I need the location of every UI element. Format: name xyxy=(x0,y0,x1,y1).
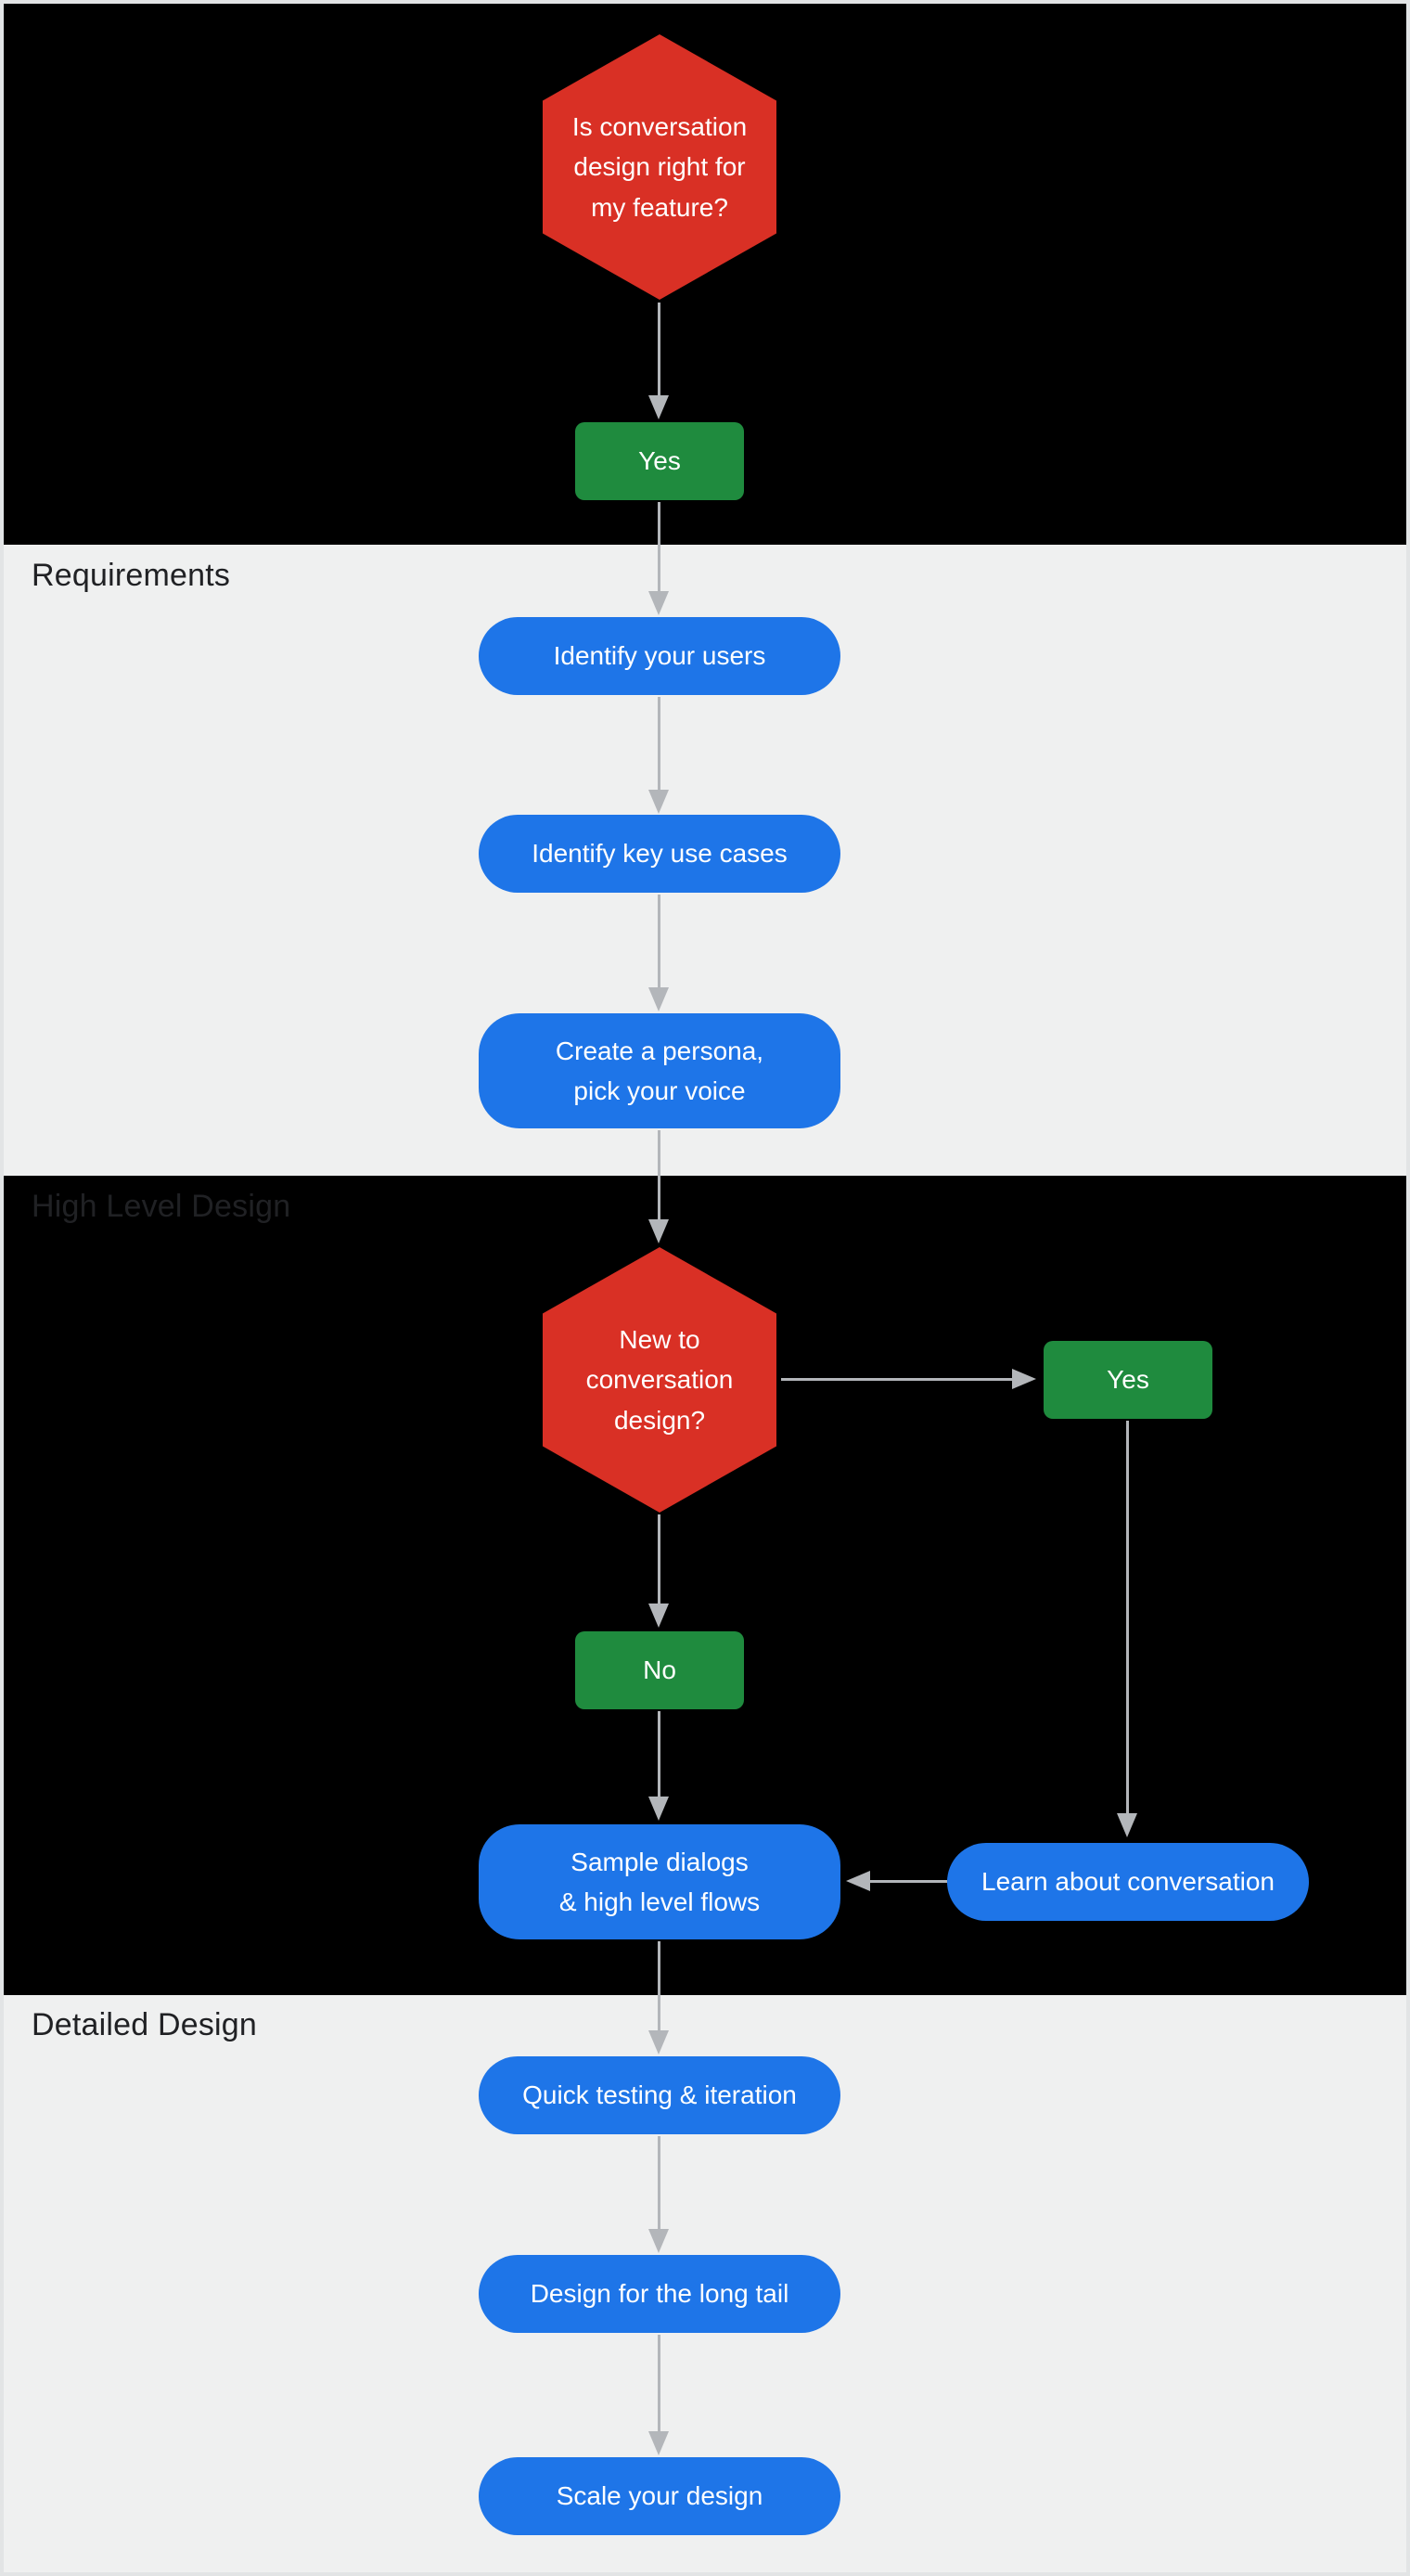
arrowhead-down-icon xyxy=(648,2030,669,2054)
answer-yes-feature-button[interactable]: Yes xyxy=(575,422,744,500)
decision-line: design right for xyxy=(573,152,746,182)
step-label: Identify key use cases xyxy=(532,839,788,869)
arrow-new-to-yes xyxy=(781,1369,1036,1389)
answer-label: No xyxy=(643,1655,676,1685)
step-label: Quick testing & iteration xyxy=(522,2080,797,2110)
section-label-detailed-design: Detailed Design xyxy=(32,2007,258,2042)
step-sample-dialogs-high-level-flows[interactable]: Sample dialogs & high level flows xyxy=(479,1824,840,1939)
arrow-learn-to-sample xyxy=(846,1871,947,1891)
step-quick-testing-iteration[interactable]: Quick testing & iteration xyxy=(479,2056,840,2134)
step-create-a-persona[interactable]: Create a persona, pick your voice xyxy=(479,1013,840,1128)
arrowhead-left-icon xyxy=(846,1871,870,1891)
arrow-feature-to-yes xyxy=(648,303,669,419)
decision-line: New to xyxy=(619,1324,700,1354)
answer-label: Yes xyxy=(1107,1365,1149,1395)
answer-no-button[interactable]: No xyxy=(575,1631,744,1709)
arrowhead-down-icon xyxy=(648,2229,669,2253)
arrow-use-cases-to-persona xyxy=(648,895,669,1011)
step-identify-your-users[interactable]: Identify your users xyxy=(479,617,840,695)
section-label-high-level-design: High Level Design xyxy=(32,1189,291,1224)
arrow-yes-to-learn xyxy=(1117,1421,1137,1837)
arrowhead-down-icon xyxy=(648,1604,669,1628)
arrowhead-down-icon xyxy=(648,591,669,615)
step-learn-about-conversation[interactable]: Learn about conversation xyxy=(947,1843,1309,1921)
arrowhead-down-icon xyxy=(1117,1813,1137,1837)
step-design-for-the-long-tail[interactable]: Design for the long tail xyxy=(479,2255,840,2333)
arrowhead-down-icon xyxy=(648,790,669,814)
section-label-requirements: Requirements xyxy=(32,558,231,593)
arrowhead-down-icon xyxy=(648,2431,669,2455)
arrow-users-to-use-cases xyxy=(648,697,669,814)
answer-label: Yes xyxy=(638,446,681,476)
step-line: Sample dialogs xyxy=(570,1847,749,1876)
arrowhead-down-icon xyxy=(648,987,669,1011)
arrowhead-down-icon xyxy=(648,1797,669,1821)
arrow-new-to-no xyxy=(648,1514,669,1628)
decision-line: conversation xyxy=(585,1365,734,1395)
step-label: Learn about conversation xyxy=(981,1867,1275,1897)
arrow-no-to-sample xyxy=(648,1711,669,1821)
arrowhead-down-icon xyxy=(648,395,669,419)
arrow-sample-to-quick xyxy=(648,1941,669,2054)
decision-line: Is conversation xyxy=(571,111,748,141)
arrowhead-right-icon xyxy=(1012,1369,1036,1389)
arrow-persona-to-new xyxy=(648,1130,669,1243)
step-label: Design for the long tail xyxy=(530,2279,789,2309)
step-line: & high level flows xyxy=(558,1887,761,1916)
decision-line: my feature? xyxy=(591,192,728,222)
arrow-yes-to-users xyxy=(648,502,669,615)
decision-line: design? xyxy=(613,1405,706,1435)
flowchart-canvas: Requirements High Level Design Detailed … xyxy=(4,4,1406,2572)
step-scale-your-design[interactable]: Scale your design xyxy=(479,2457,840,2535)
step-label: Scale your design xyxy=(556,2481,763,2511)
step-line: pick your voice xyxy=(573,1076,746,1105)
step-label: Identify your users xyxy=(553,641,766,671)
arrow-quick-to-tail xyxy=(648,2136,669,2253)
step-identify-key-use-cases[interactable]: Identify key use cases xyxy=(479,815,840,893)
arrowhead-down-icon xyxy=(648,1219,669,1243)
arrow-tail-to-scale xyxy=(648,2335,669,2455)
answer-yes-new-button[interactable]: Yes xyxy=(1044,1341,1212,1419)
step-line: Create a persona, xyxy=(555,1036,764,1065)
